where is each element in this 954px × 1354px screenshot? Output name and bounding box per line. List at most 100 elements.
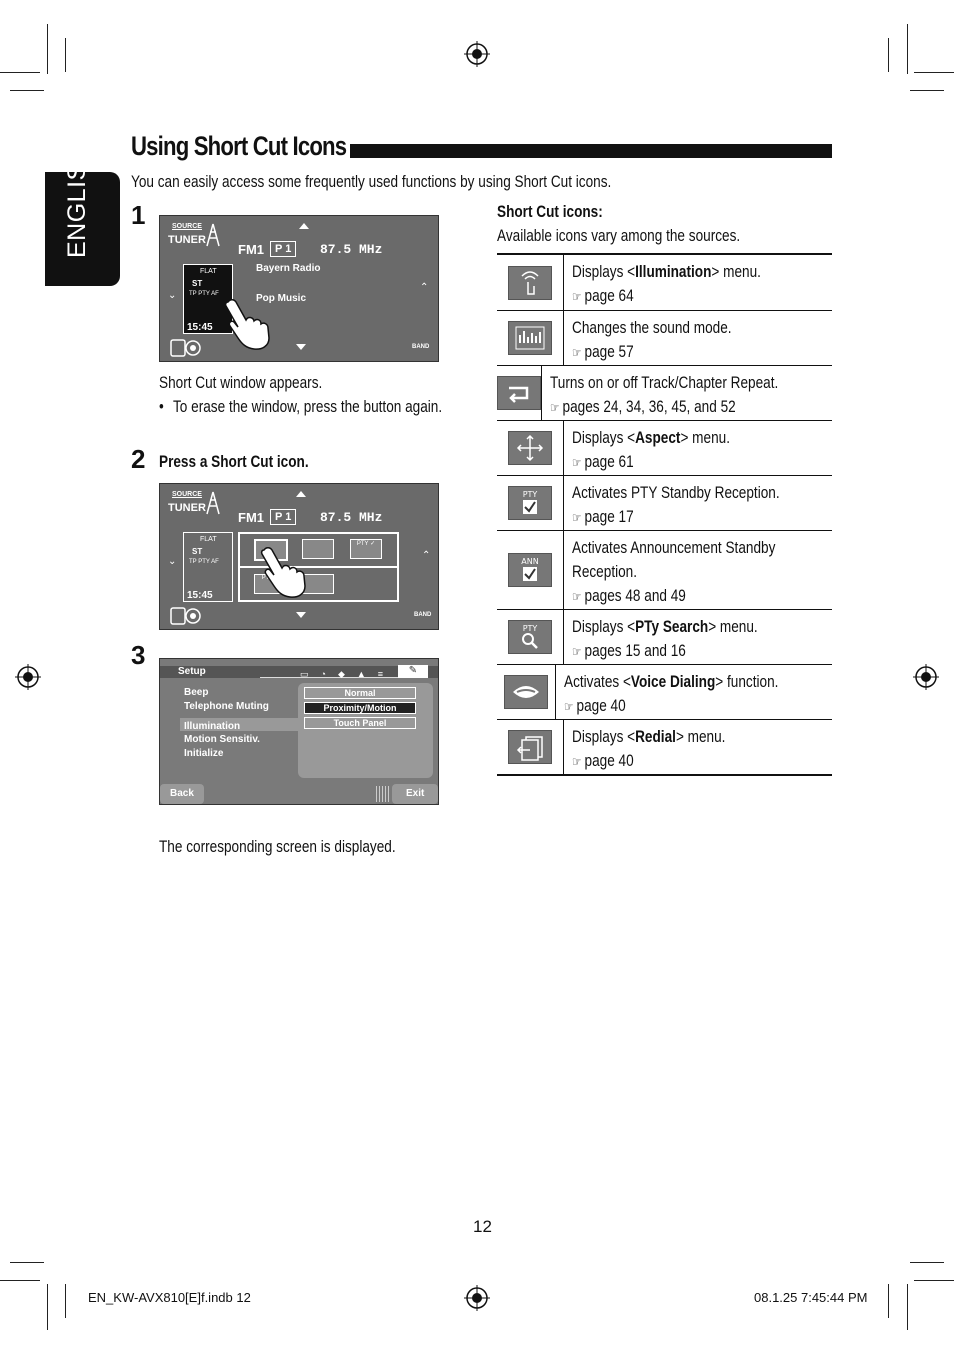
page-reference: ☞page 57: [572, 340, 780, 366]
description-post: > menu.: [711, 262, 761, 281]
pty-shortcut[interactable]: PTY ✓: [350, 539, 382, 559]
page-number: 12: [473, 1217, 492, 1236]
reference-hand-icon: ☞: [572, 456, 582, 471]
chevron-up-icon[interactable]: ⌃: [422, 550, 431, 561]
setup-screen: Setup ✎ ▭◔◆▲≡ Beep Telephone Muting Illu…: [159, 658, 439, 805]
icon-cell: [497, 311, 564, 365]
crop-mark: [0, 1280, 40, 1281]
icons-subheading: Available icons vary among the sources.: [497, 226, 741, 245]
shortcut-icon-table: Displays <Illumination> menu.☞page 64 Cha…: [497, 253, 832, 776]
description-bold: Aspect: [635, 428, 681, 447]
option-touch-panel[interactable]: Touch Panel: [304, 717, 416, 729]
reference-hand-icon: ☞: [572, 755, 582, 770]
option-normal[interactable]: Normal: [304, 687, 416, 699]
menu-item-motion-sensitiv[interactable]: Motion Sensitiv.: [184, 734, 260, 745]
up-arrow-icon[interactable]: [299, 223, 309, 229]
tuner-icons: [170, 607, 201, 625]
language-tab: ENGLISH: [45, 145, 120, 286]
description-cell: Displays <Aspect> menu. ☞page 61: [564, 421, 832, 475]
wrench-icon[interactable]: ✎: [398, 665, 428, 678]
redial-icon: [508, 730, 552, 764]
description-bold: Voice Dialing: [630, 672, 716, 691]
tuner-screen-shortcuts: SOURCE TUNER FM1 P 1 87.5 MHz FLAT ST TP…: [159, 483, 439, 630]
icon-table-row: Activates <Voice Dialing> function.☞page…: [497, 664, 832, 719]
reference-hand-icon: ☞: [572, 511, 582, 526]
reference-pages: page 61: [584, 452, 634, 471]
description-pre: Displays <: [572, 262, 636, 281]
icon-cell: [497, 255, 564, 310]
down-arrow-icon[interactable]: [296, 612, 306, 618]
icon-cell: [497, 366, 542, 420]
menu-item-telephone-muting[interactable]: Telephone Muting: [184, 701, 269, 712]
description-text: Changes the sound mode.: [572, 316, 780, 340]
exit-button[interactable]: Exit: [392, 784, 438, 804]
svg-text:PTY: PTY: [523, 624, 538, 633]
shortcut-window[interactable]: FLAT ST TP PTY AF 15:45: [183, 264, 233, 334]
station-name: Bayern Radio: [256, 263, 321, 274]
pty-search-icon: PTY: [508, 620, 552, 654]
sound-shortcut[interactable]: [302, 539, 334, 559]
description-cell: Activates <Voice Dialing> function.☞page…: [556, 665, 832, 719]
crop-mark: [0, 72, 40, 73]
reference-pages: page 17: [584, 507, 634, 526]
registration-mark-icon: [913, 664, 939, 690]
description-post: > menu.: [680, 428, 730, 447]
setup-tab-icons[interactable]: ▭◔◆▲≡: [300, 669, 396, 679]
tuner-screen: SOURCE TUNER FM1 P 1 87.5 MHz Bayern Rad…: [159, 215, 439, 362]
intro-text: You can easily access some frequently us…: [131, 172, 612, 191]
description-post: > menu.: [708, 617, 758, 636]
crop-mark: [10, 90, 44, 91]
crop-mark: [65, 1284, 66, 1318]
preset-box: P 1: [270, 241, 297, 257]
reference-pages: pages 15 and 16: [584, 641, 686, 660]
page-reference: ☞pages 15 and 16: [572, 639, 780, 665]
reference-pages: page 40: [576, 696, 626, 715]
crop-mark: [47, 1284, 48, 1330]
menu-item-initialize[interactable]: Initialize: [184, 748, 224, 759]
reference-pages: page 64: [584, 286, 634, 305]
page-reference: ☞pages 24, 34, 36, 45, and 52: [550, 395, 778, 421]
option-proximity-motion[interactable]: Proximity/Motion: [304, 702, 416, 714]
grip-icon: [376, 786, 390, 802]
description-text: Displays <Redial> menu.: [572, 725, 780, 749]
program-type: Pop Music: [256, 293, 307, 304]
registration-mark-icon: [464, 1285, 490, 1311]
description-pre: Activates PTY Standby Reception.: [572, 483, 780, 502]
tuner-icons: [170, 339, 201, 357]
description-text: Displays <Aspect> menu.: [572, 426, 780, 450]
chevron-down-icon[interactable]: ⌄: [168, 556, 177, 567]
step-number: 3: [131, 640, 146, 670]
crop-mark: [907, 1284, 908, 1330]
ann-standby-icon: ANN: [508, 553, 552, 587]
chevron-up-icon[interactable]: ⌃: [420, 282, 429, 293]
step1-bullet: To erase the window, press the button ag…: [173, 397, 443, 416]
voice-dialing-icon: [503, 675, 548, 709]
icon-table-row: Turns on or off Track/Chapter Repeat.☞pa…: [497, 365, 832, 420]
tuner-label: TUNER: [168, 234, 206, 246]
crop-mark: [910, 1262, 944, 1263]
description-pre: Displays <: [572, 428, 636, 447]
menu-item-illumination[interactable]: Illumination: [184, 721, 241, 732]
back-button[interactable]: Back: [160, 784, 204, 804]
reference-pages: page 40: [584, 751, 634, 770]
description-text: Displays <PTy Search> menu.: [572, 615, 780, 639]
divider: [240, 566, 397, 568]
antenna-icon: [206, 491, 220, 515]
up-arrow-icon[interactable]: [296, 491, 306, 497]
description-cell: Displays <Illumination> menu.☞page 64: [564, 255, 832, 310]
down-arrow-icon[interactable]: [296, 344, 306, 350]
icon-table-row: Displays <Redial> menu. ☞page 40: [497, 719, 832, 774]
description-cell: Turns on or off Track/Chapter Repeat.☞pa…: [542, 366, 835, 420]
icon-cell: [497, 665, 556, 719]
registration-mark-icon: [15, 664, 41, 690]
header-rule: [260, 677, 410, 678]
crop-mark: [907, 24, 908, 74]
chevron-down-icon[interactable]: ⌄: [168, 290, 177, 301]
pointing-hand-icon: [224, 299, 270, 350]
menu-item-beep[interactable]: Beep: [184, 687, 209, 698]
reference-pages: pages 24, 34, 36, 45, and 52: [562, 397, 736, 416]
description-cell: Displays <Redial> menu. ☞page 40: [564, 720, 832, 774]
band-button[interactable]: BAND: [412, 344, 430, 350]
